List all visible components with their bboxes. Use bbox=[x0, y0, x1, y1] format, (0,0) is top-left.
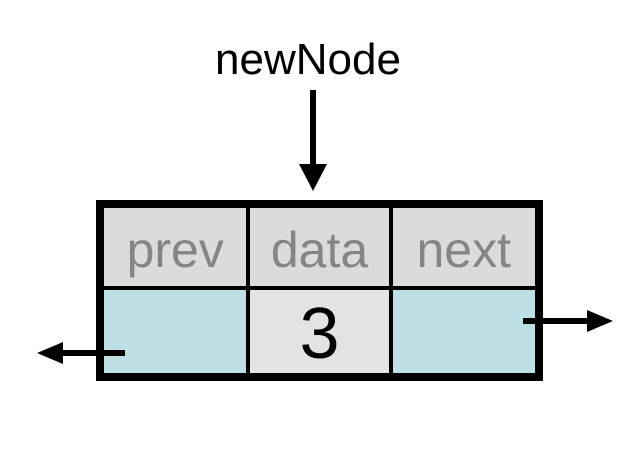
value-cell-data: 3 bbox=[248, 288, 391, 375]
header-cell-prev: prev bbox=[102, 206, 249, 289]
header-cell-data: data bbox=[248, 206, 391, 289]
newnode-label: newNode bbox=[215, 35, 401, 84]
value-cell-next bbox=[390, 288, 537, 375]
value-cell-prev bbox=[102, 288, 249, 375]
newnode-down-arrow bbox=[299, 90, 327, 191]
node-table: prev data next 3 bbox=[96, 200, 543, 381]
header-cell-next: next bbox=[390, 206, 537, 289]
